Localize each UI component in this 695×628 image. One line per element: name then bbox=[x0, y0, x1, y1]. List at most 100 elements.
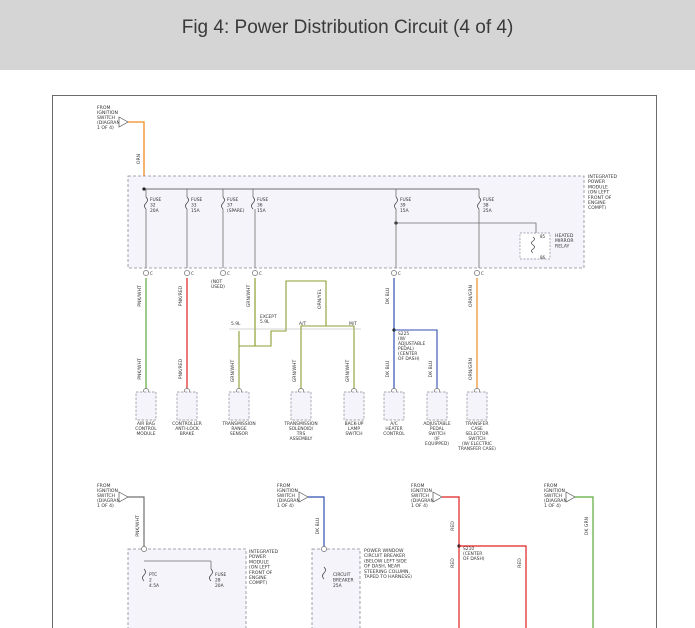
wire-code: DK BLU bbox=[385, 361, 391, 378]
wire-code: RED bbox=[517, 558, 523, 568]
wire-code: ORN/YEL bbox=[317, 289, 323, 310]
component-box bbox=[426, 391, 448, 421]
component-box bbox=[228, 391, 250, 421]
fuse-icon bbox=[144, 196, 148, 210]
fuse-icon bbox=[477, 196, 481, 210]
connector-terminal bbox=[184, 270, 190, 276]
circuit-breaker-box bbox=[311, 548, 361, 628]
connector-terminal bbox=[141, 546, 147, 552]
connector-terminal bbox=[474, 270, 480, 276]
wire-code: ORN/GRN bbox=[468, 358, 474, 380]
component-box bbox=[383, 391, 405, 421]
fuse-icon bbox=[251, 196, 255, 210]
connector-terminal bbox=[391, 270, 397, 276]
trans-range-wire bbox=[238, 331, 255, 391]
fuse-icon bbox=[394, 196, 398, 210]
option-label: M/T bbox=[349, 321, 357, 327]
bottom-power-module bbox=[127, 548, 247, 628]
figure-title: Fig 4: Power Distribution Circuit (4 of … bbox=[181, 17, 514, 38]
bottom-source-arrow bbox=[432, 491, 443, 503]
wire-code: PNK/RED bbox=[178, 358, 184, 379]
connector-label: C bbox=[398, 271, 401, 276]
wire-code: GRN/WHT bbox=[292, 360, 298, 383]
wire-code: RED bbox=[450, 558, 456, 568]
ignition-feed-wire bbox=[128, 121, 145, 179]
ptc-symbol bbox=[142, 568, 146, 582]
connector-terminal bbox=[143, 270, 149, 276]
wire-code: GRN/WHT bbox=[230, 360, 236, 383]
wire-code: PNK/WHT bbox=[135, 515, 141, 537]
fuse-icon bbox=[209, 568, 213, 582]
title-bar: Fig 4: Power Distribution Circuit (4 of … bbox=[0, 0, 695, 70]
component-box bbox=[343, 391, 365, 421]
connector-label: C bbox=[191, 271, 194, 276]
wire-code: PNK/WHT bbox=[137, 358, 143, 380]
component-box bbox=[135, 391, 157, 421]
wire-code: RED bbox=[450, 521, 456, 531]
option-label: A/T bbox=[299, 321, 306, 327]
wire-code: PNK/RED bbox=[178, 285, 184, 306]
trans-except-wire bbox=[255, 280, 327, 347]
wire-code: DK GRN bbox=[584, 517, 590, 535]
integrated-power-module bbox=[127, 175, 585, 269]
relay-pin-85: 85 bbox=[540, 234, 546, 239]
relay-feed-wire bbox=[396, 222, 537, 233]
top-source-wire-code: ORN bbox=[136, 154, 142, 164]
bottom-source-wire bbox=[575, 496, 594, 628]
connector-terminal bbox=[321, 546, 327, 552]
wire-code: DK BLU bbox=[385, 288, 391, 305]
backup-lamp-wire bbox=[326, 325, 355, 391]
option-label: 5.9L bbox=[231, 321, 241, 327]
bottom-source-arrow bbox=[298, 491, 309, 503]
connector-label: C bbox=[227, 271, 230, 276]
breaker-symbol bbox=[322, 566, 326, 580]
wire-code: PNK/WHT bbox=[137, 285, 143, 307]
fuse-icon bbox=[185, 196, 189, 210]
wire-code: DK BLU bbox=[428, 361, 434, 378]
connector-label: C bbox=[150, 271, 153, 276]
fuse-icon bbox=[221, 196, 225, 210]
component-box bbox=[176, 391, 198, 421]
trans-solenoid-wire bbox=[300, 301, 327, 391]
top-source-arrow bbox=[118, 116, 129, 128]
wire-code: DK BLU bbox=[315, 518, 321, 535]
relay-pin-86: 86 bbox=[540, 255, 546, 260]
wire-code: ORN/GRN bbox=[468, 285, 474, 307]
splice-branch-wire bbox=[459, 545, 527, 628]
wire-code: GRN/WHT bbox=[246, 285, 252, 308]
connector-terminal bbox=[252, 270, 258, 276]
wire-code: GRN/WHT bbox=[345, 360, 351, 383]
connector-terminal bbox=[220, 270, 226, 276]
